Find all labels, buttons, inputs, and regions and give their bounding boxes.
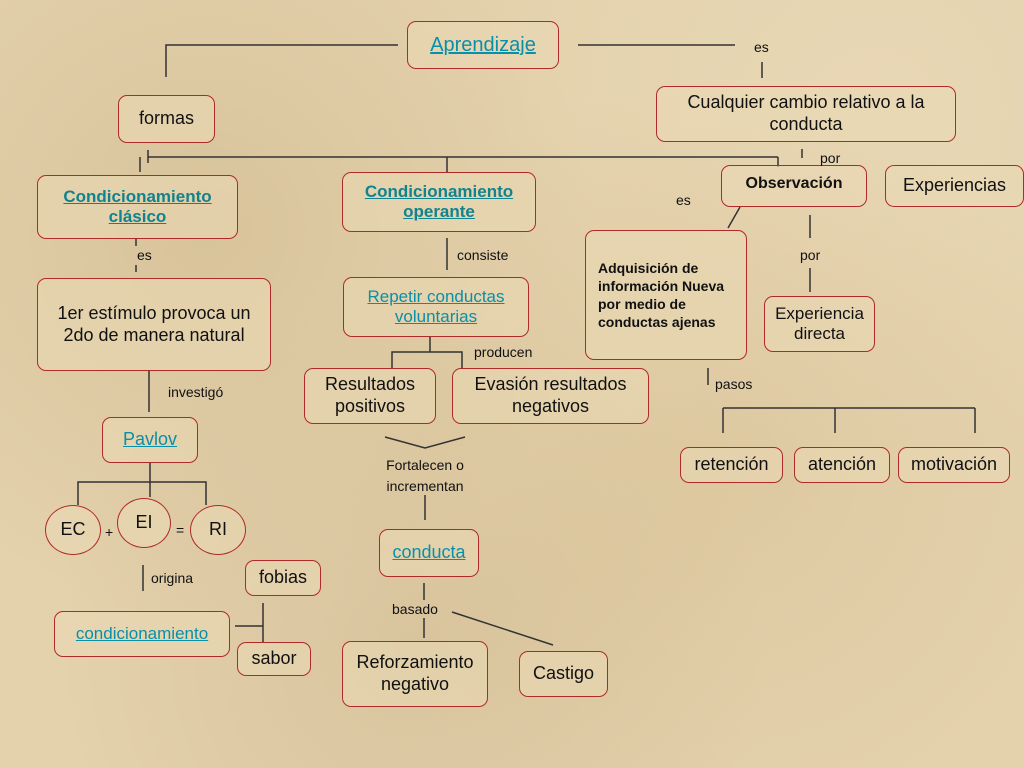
label-es-top: es (754, 39, 769, 55)
adquisicion-text: Adquisición de información Nueva por med… (598, 259, 725, 331)
repetir-link[interactable]: Repetir conductas voluntarias (367, 286, 505, 326)
node-experiencia-directa: Experiencia directa (764, 296, 875, 352)
formas-text: formas (138, 108, 194, 129)
node-cualquier-cambio: Cualquier cambio relativo a la conducta (656, 86, 956, 142)
label-es-clasico: es (137, 247, 152, 263)
node-conducta[interactable]: conducta (379, 529, 479, 577)
condicionamiento-link[interactable]: condicionamiento (75, 623, 209, 643)
node-evasion: Evasión resultados negativos (452, 368, 649, 424)
experiencia-directa-text: Experiencia directa (775, 303, 864, 343)
cond-operante-link[interactable]: Condicionamiento operante (364, 181, 514, 221)
cualquier-cambio-text: Cualquier cambio relativo a la conducta (687, 92, 925, 134)
node-retencion: retención (680, 447, 783, 483)
reforzamiento-text: Reforzamiento negativo (356, 652, 474, 694)
sabor-text: sabor (251, 648, 297, 669)
evasion-text: Evasión resultados negativos (474, 374, 627, 416)
node-motivacion: motivación (898, 447, 1010, 483)
label-consiste: consiste (457, 247, 509, 263)
node-cond-clasico[interactable]: Condicionamiento clásico (37, 175, 238, 239)
castigo-text: Castigo (532, 663, 595, 684)
label-investigo: investigó (168, 384, 224, 400)
node-resultados-positivos: Resultados positivos (304, 368, 436, 424)
node-experiencias: Experiencias (885, 165, 1024, 207)
label-producen: producen (474, 344, 533, 360)
node-castigo: Castigo (519, 651, 608, 697)
ei-text: EI (135, 512, 153, 533)
estimulo-text: 1er estímulo provoca un 2do de manera na… (57, 302, 251, 345)
conducta-link[interactable]: conducta (392, 542, 466, 563)
ri-text: RI (209, 519, 227, 540)
node-estimulo: 1er estímulo provoca un 2do de manera na… (37, 278, 271, 371)
motivacion-text: motivación (910, 454, 998, 475)
label-basado: basado (392, 601, 438, 617)
label-fortalecen: Fortalecen o incrementan (386, 457, 464, 494)
node-ri: RI (190, 505, 246, 555)
label-por-obs: por (800, 247, 821, 263)
node-fobias: fobias (245, 560, 321, 596)
cond-clasico-link[interactable]: Condicionamiento clásico (63, 186, 212, 226)
observacion-text: Observación (745, 175, 843, 192)
atencion-text: atención (807, 454, 877, 475)
node-pavlov[interactable]: Pavlov (102, 417, 198, 463)
node-reforzamiento: Reforzamiento negativo (342, 641, 488, 707)
node-observacion: Observación (721, 165, 867, 207)
label-pasos: pasos (715, 376, 753, 392)
node-adquisicion: Adquisición de información Nueva por med… (585, 230, 747, 360)
ec-text: EC (60, 519, 86, 540)
resultados-positivos-text: Resultados positivos (324, 374, 416, 416)
aprendizaje-link[interactable]: Aprendizaje (430, 34, 536, 56)
node-cond-operante[interactable]: Condicionamiento operante (342, 172, 536, 232)
fobias-text: fobias (258, 567, 308, 588)
node-atencion: atención (794, 447, 890, 483)
node-ei: EI (117, 498, 171, 548)
node-aprendizaje[interactable]: Aprendizaje (407, 21, 559, 69)
pavlov-link[interactable]: Pavlov (122, 429, 178, 450)
node-condicionamiento[interactable]: condicionamiento (54, 611, 230, 657)
label-es-obs: es (676, 192, 691, 208)
node-formas: formas (118, 95, 215, 143)
experiencias-text: Experiencias (902, 175, 1007, 196)
node-ec: EC (45, 505, 101, 555)
label-plus: + (105, 524, 114, 540)
node-sabor: sabor (237, 642, 311, 676)
node-repetir[interactable]: Repetir conductas voluntarias (343, 277, 529, 337)
label-origina: origina (151, 570, 194, 586)
label-por-top: por (820, 150, 841, 166)
retencion-text: retención (694, 454, 769, 475)
label-equals: = (176, 522, 185, 538)
